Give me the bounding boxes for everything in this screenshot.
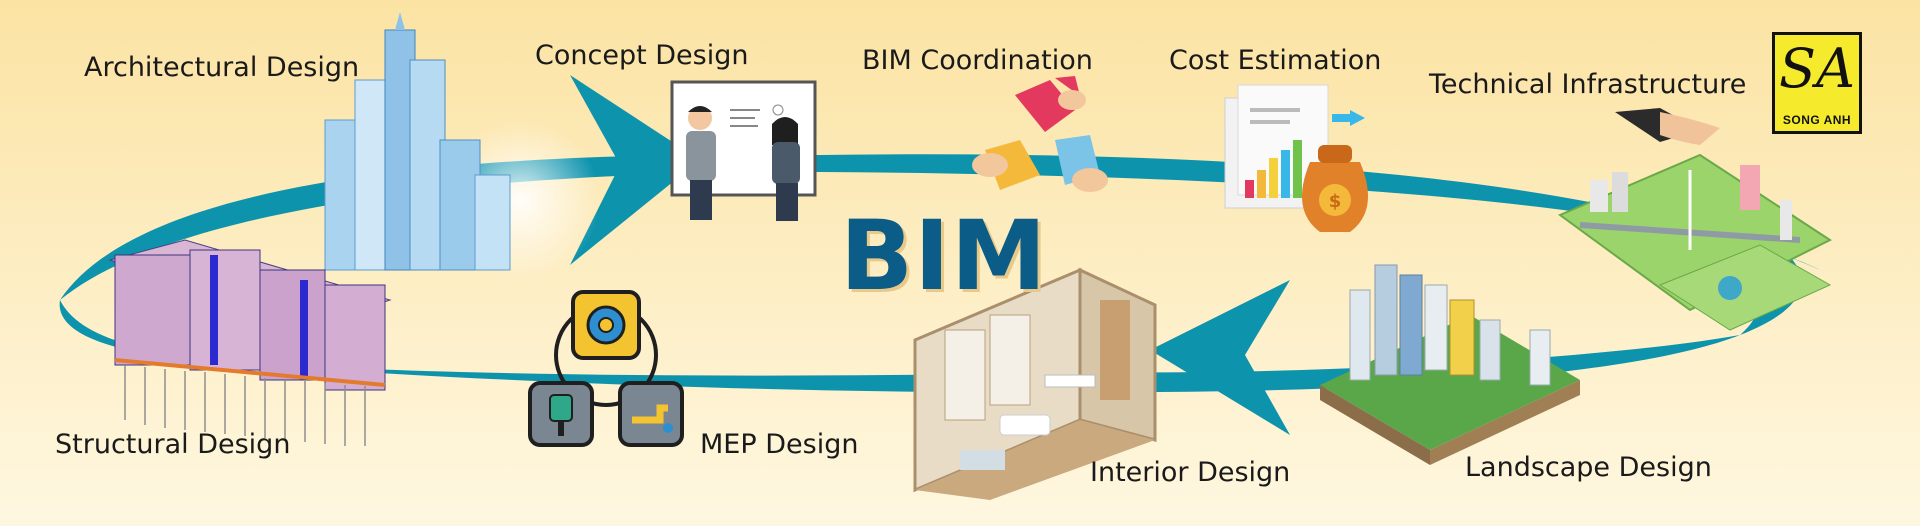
interior-room-icon — [913, 267, 1157, 500]
dollar-sign: $ — [1329, 191, 1342, 212]
logo-mark: SA — [1779, 37, 1855, 100]
lower-arrow-band — [1100, 335, 1740, 393]
structural-building-icon — [108, 239, 392, 446]
whiteboard-meeting-icon — [670, 80, 817, 221]
label-mep-design: MEP Design — [700, 429, 859, 460]
label-technical-infrastructure: Technical Infrastructure — [1429, 69, 1747, 100]
bim-title: BIM — [840, 200, 1048, 312]
label-interior-design: Interior Design — [1090, 457, 1291, 488]
label-architectural-design: Architectural Design — [84, 52, 360, 83]
logo-text: SONG ANH — [1782, 113, 1852, 127]
song-anh-logo: SA SONG ANH — [1772, 32, 1862, 134]
label-bim-coordination: BIM Coordination — [862, 45, 1093, 76]
concept-arrowhead — [570, 75, 700, 265]
skyscraper-icon — [324, 12, 600, 280]
mep-gear-plug-faucet-icon — [528, 290, 684, 447]
label-concept-design: Concept Design — [535, 40, 749, 71]
label-cost-estimation: Cost Estimation — [1169, 45, 1382, 76]
puzzle-hands-icon — [972, 76, 1108, 192]
city-map-icon — [1557, 108, 1833, 331]
landscape-arrowhead — [1150, 280, 1290, 435]
landscape-city-icon — [1320, 264, 1580, 465]
label-structural-design: Structural Design — [55, 429, 291, 460]
cost-chart-moneybag-icon: $ — [1224, 84, 1368, 232]
label-landscape-design: Landscape Design — [1465, 452, 1712, 483]
